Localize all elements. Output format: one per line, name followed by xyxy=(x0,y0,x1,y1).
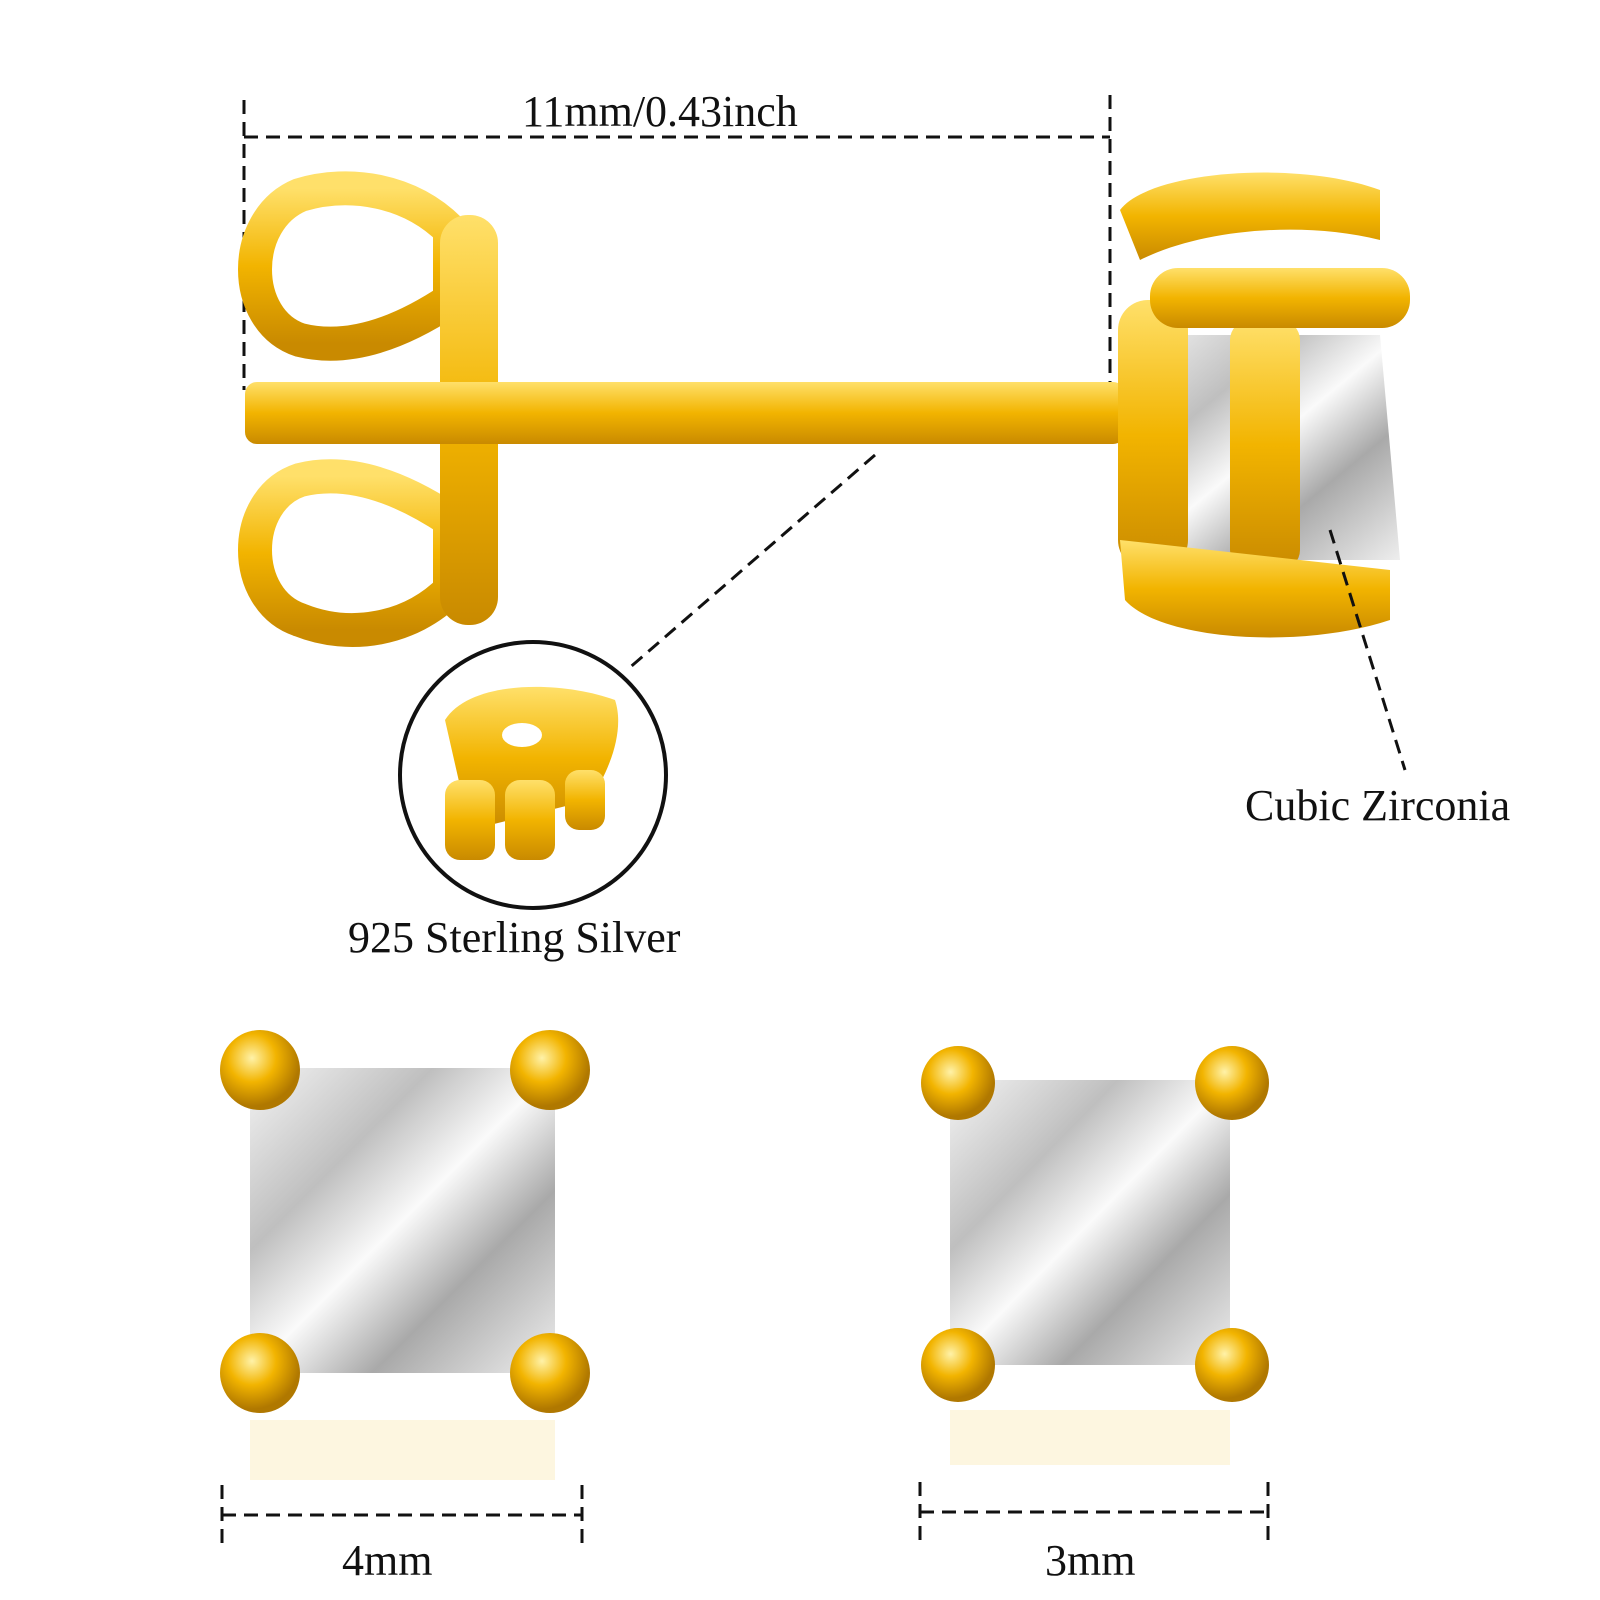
length-label: 11mm/0.43inch xyxy=(522,87,798,136)
earring-post xyxy=(245,382,1125,444)
size-4mm-label: 4mm xyxy=(342,1536,433,1585)
back-inset xyxy=(398,640,668,910)
size-3mm-label: 3mm xyxy=(1045,1536,1136,1585)
leader-lines xyxy=(626,453,1407,771)
stud-3mm xyxy=(921,1046,1269,1465)
size-dimension-lines xyxy=(220,1482,1270,1545)
stud-4mm xyxy=(220,1030,590,1480)
stone-label: Cubic Zirconia xyxy=(1245,781,1511,830)
material-label: 925 Sterling Silver xyxy=(348,913,681,962)
side-setting xyxy=(1118,172,1410,638)
